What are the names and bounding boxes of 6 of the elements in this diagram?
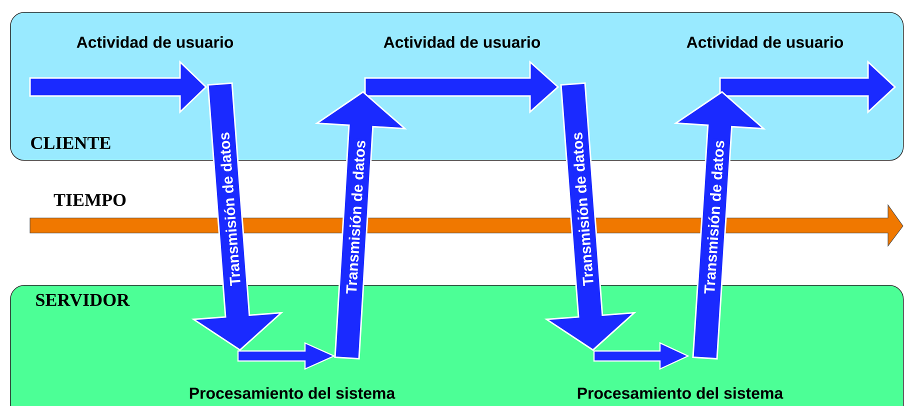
activity-label: Procesamiento del sistema [190, 387, 396, 399]
activity-label: Actividad de usuario [76, 36, 234, 48]
activity-label: Actividad de usuario [384, 36, 540, 48]
activity-label: Actividad de usuario [686, 36, 844, 48]
axis-title: TIEMPO [54, 194, 126, 206]
activity-label: Procesamiento del sistema [578, 387, 784, 399]
